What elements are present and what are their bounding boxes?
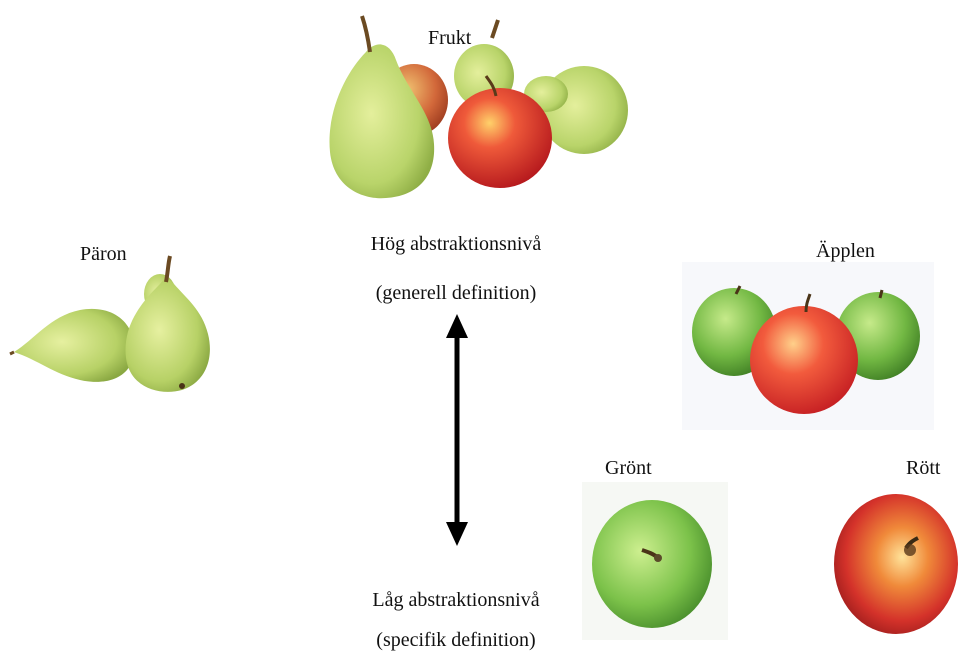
double-vertical-arrow-icon xyxy=(444,314,470,546)
red-apple-image xyxy=(828,486,962,638)
fruit-group-image xyxy=(326,12,636,200)
gront-label: Grönt xyxy=(605,456,652,480)
high-abstraction-title: Hög abstraktionsnivå xyxy=(371,232,542,256)
green-apple-image xyxy=(582,482,728,640)
high-abstraction-subtitle: (generell definition) xyxy=(376,281,537,305)
apples-group-image xyxy=(682,262,934,430)
low-abstraction-title: Låg abstraktionsnivå xyxy=(372,588,539,612)
rott-label: Rött xyxy=(906,456,940,480)
pears-image xyxy=(10,254,216,398)
applen-label: Äpplen xyxy=(816,239,875,263)
low-abstraction-subtitle: (specifik definition) xyxy=(376,628,535,652)
